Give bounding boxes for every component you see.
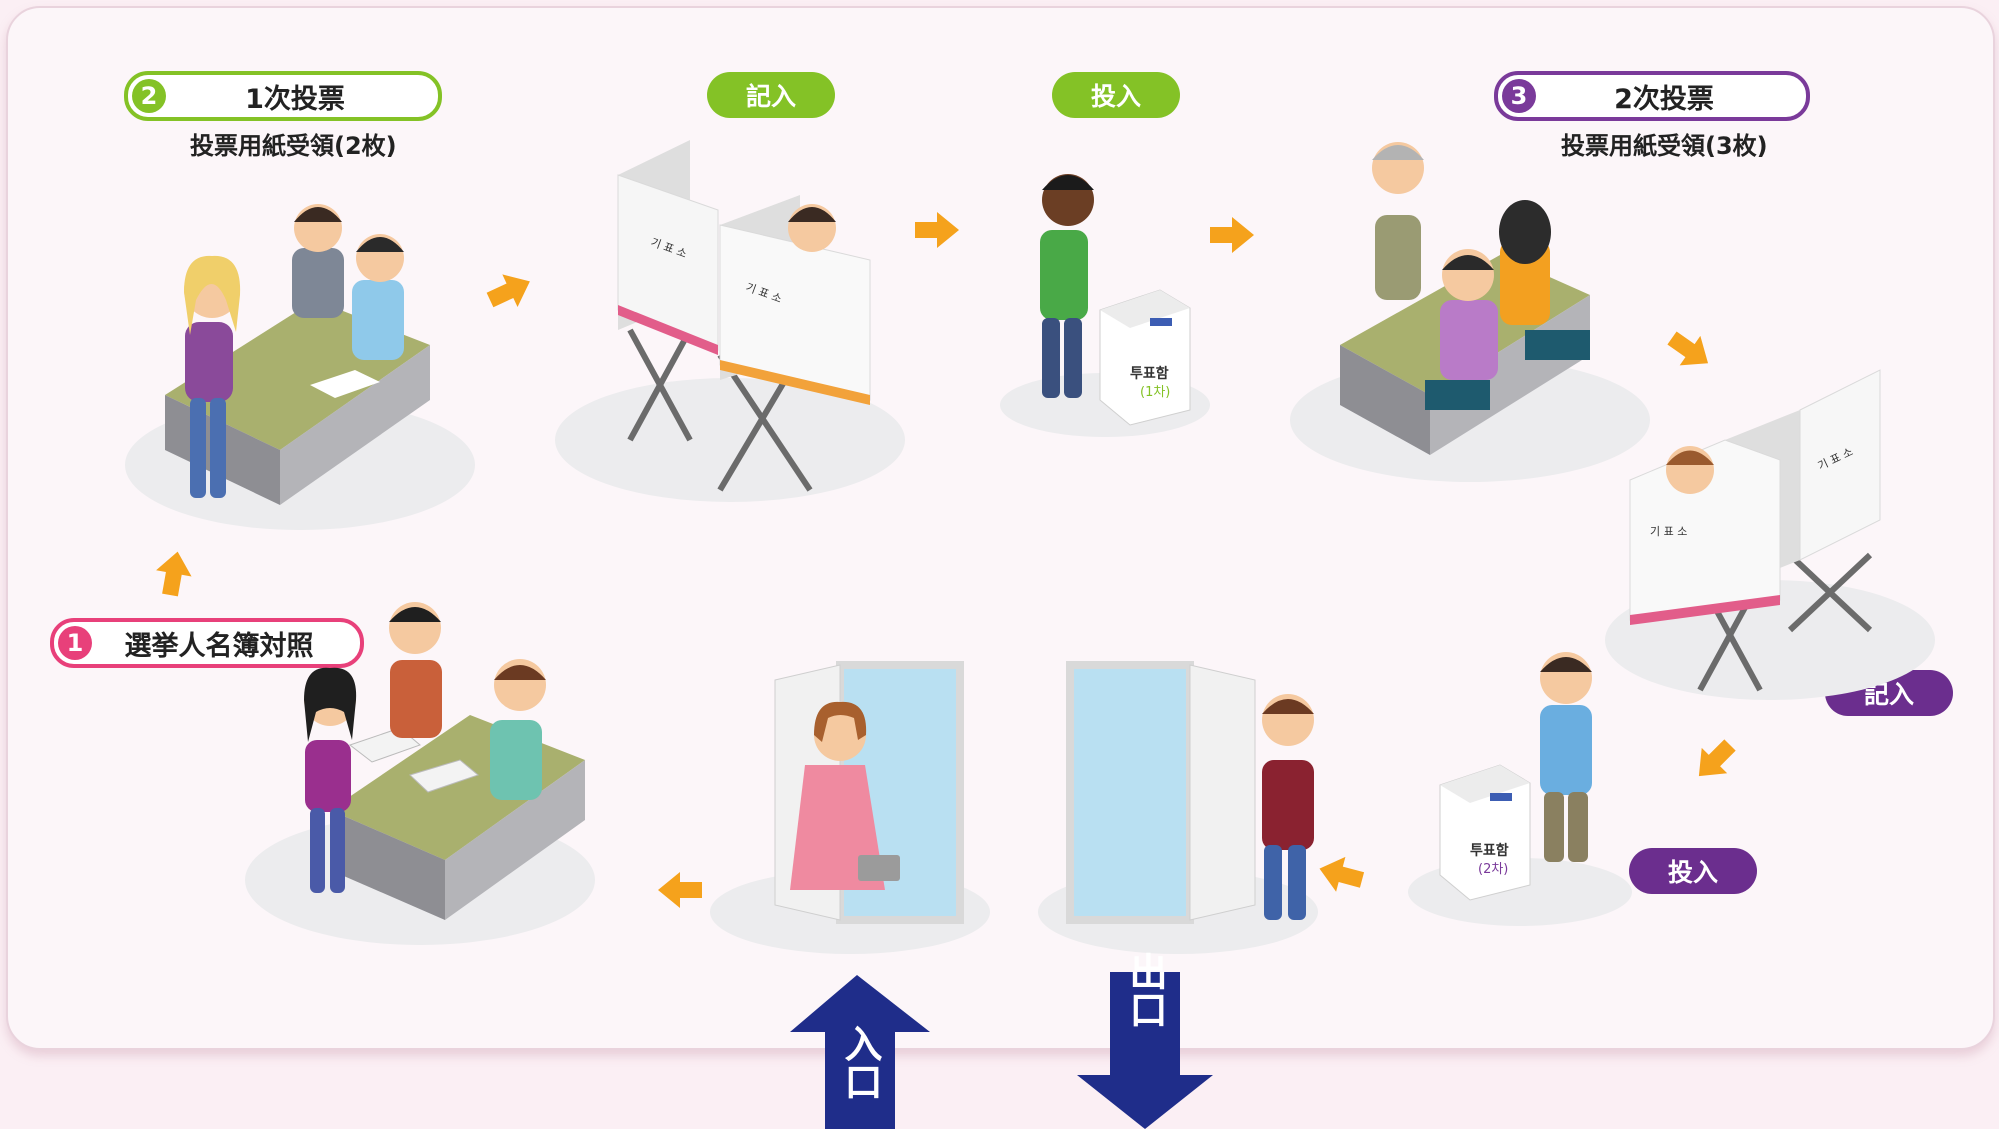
- voting-booth-scene-2: 기 표 소 기 표 소: [1629, 369, 1881, 692]
- register-check-scene: [304, 602, 585, 920]
- step-2-label: 2 1次投票: [124, 71, 442, 121]
- flow-arrow: [658, 872, 702, 908]
- write-badge-green: 記入: [707, 72, 835, 118]
- step-1-title: 選挙人名簿対照: [124, 630, 314, 662]
- step-3-title: 2次投票: [1614, 83, 1714, 115]
- ballot-box-scene-1: 투표함 (1차): [1040, 174, 1191, 426]
- flow-arrow: [1314, 851, 1367, 898]
- entrance-label: 入口: [838, 1024, 882, 1100]
- ballot-box-1-round: (1차): [1140, 385, 1170, 400]
- flow-arrow: [482, 265, 538, 317]
- step-3-label: 3 2次投票: [1494, 71, 1810, 121]
- entrance-arrow: 入口: [790, 975, 930, 1129]
- step-1-label: 1 選挙人名簿対照: [50, 618, 364, 668]
- step-2-sublabel: 投票用紙受領(2枚): [190, 132, 397, 160]
- voting-booth-scene: 기 표 소 기 표 소: [617, 140, 871, 492]
- insert-badge-green: 投入: [1052, 72, 1180, 118]
- exit-label: 出口: [1123, 952, 1167, 1028]
- ballot-desk-scene: [165, 204, 430, 505]
- exit-door-scene: [1066, 661, 1314, 924]
- step-2-title: 1次投票: [245, 83, 345, 115]
- entrance-door-scene: [774, 661, 964, 924]
- flow-arrow: [152, 548, 196, 599]
- step-2-number: 2: [132, 79, 166, 113]
- step-1-number: 1: [58, 626, 92, 660]
- insert-badge-purple: 投入: [1629, 848, 1757, 894]
- step-3-sublabel: 投票用紙受領(3枚): [1561, 132, 1768, 160]
- ballot-box-scene-2: 투표함 (2차): [1439, 652, 1592, 901]
- ballot-box-2-round: (2차): [1478, 862, 1508, 877]
- step-3-number: 3: [1502, 79, 1536, 113]
- flow-arrow: [915, 212, 959, 248]
- ballot-box-1-title: 투표함: [1130, 365, 1169, 382]
- booth-sign: 기 표 소: [1650, 525, 1687, 538]
- flow-arrow: [1686, 732, 1743, 789]
- flow-arrow: [1661, 323, 1719, 378]
- ballot-box-2-title: 투표함: [1470, 842, 1509, 859]
- flow-arrow: [1210, 217, 1254, 253]
- second-ballot-desk-scene: [1340, 142, 1590, 455]
- floor-shadow: [555, 378, 905, 502]
- exit-arrow: 出口: [1077, 952, 1213, 1129]
